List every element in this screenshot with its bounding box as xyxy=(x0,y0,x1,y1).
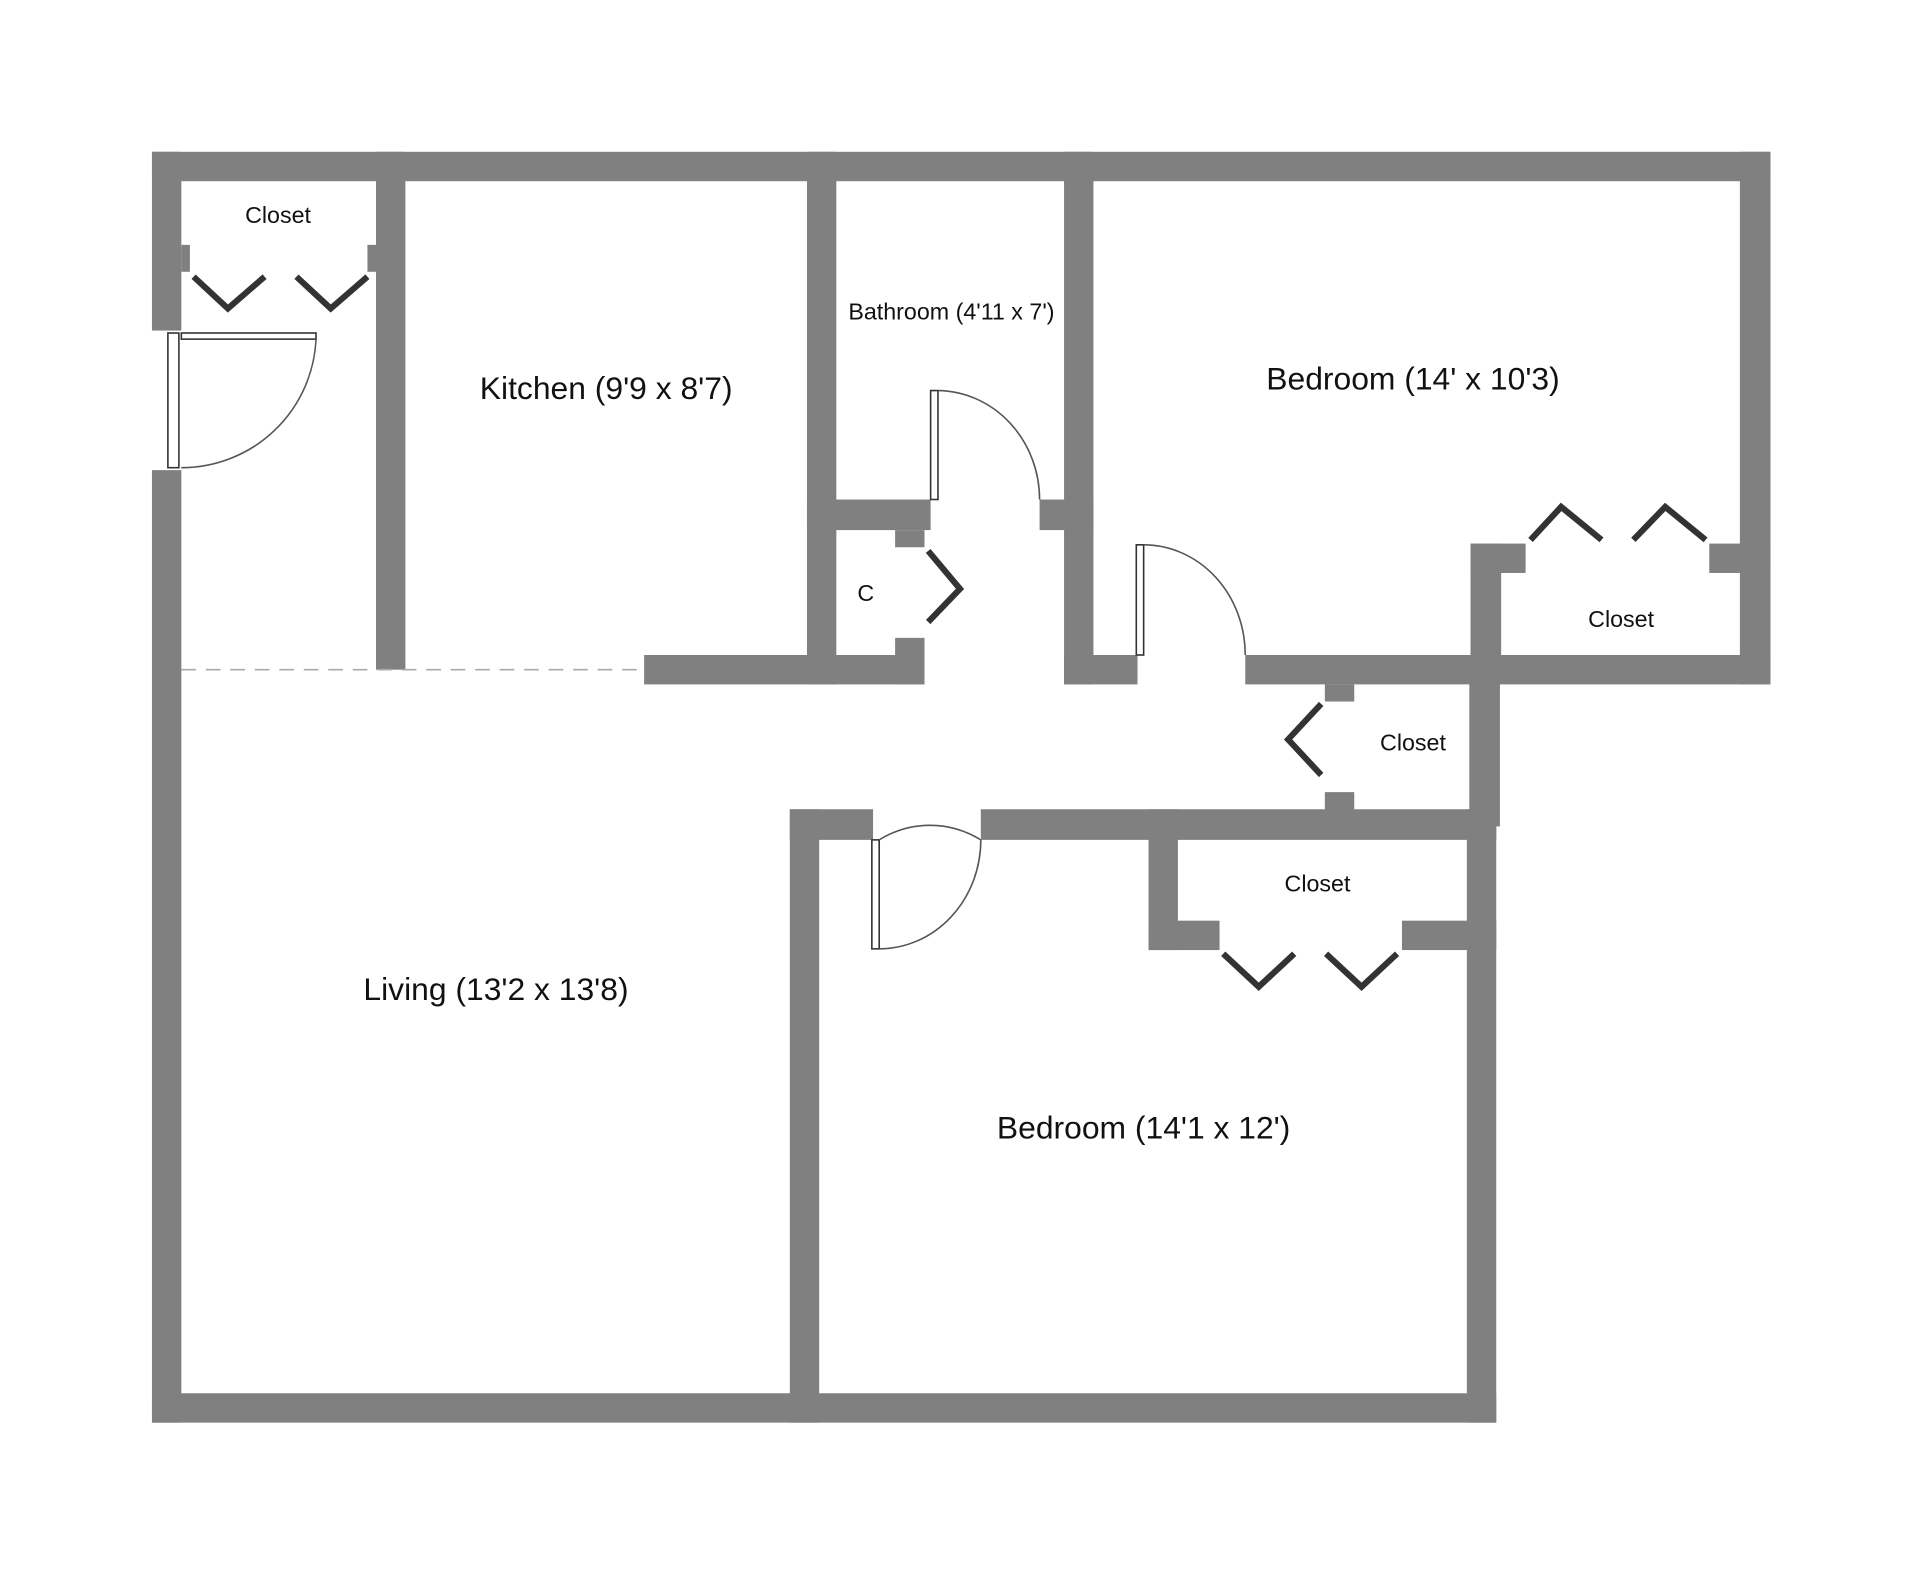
label-kitchen: Kitchen (9'9 x 8'7) xyxy=(480,370,733,406)
wall-bed1-closet-top-b xyxy=(1709,543,1771,573)
hall-closet-bifold-door[interactable] xyxy=(1283,701,1324,778)
wall-bath-left xyxy=(806,151,837,685)
room-labels: Closet Kitchen (9'9 x 8'7) Bathroom (4'1… xyxy=(245,202,1654,1146)
wall-bed1-right xyxy=(1739,151,1771,685)
label-bedroom1: Bedroom (14' x 10'3) xyxy=(1266,360,1559,396)
bathroom-door[interactable] xyxy=(929,389,1041,501)
wall-bath-bottom-a xyxy=(806,499,931,531)
wall-bed2-top-b xyxy=(980,809,1497,840)
label-living: Living (13'2 x 13'8) xyxy=(363,971,628,1007)
wall-hall-closet-right xyxy=(1469,655,1500,827)
bedroom1-door[interactable] xyxy=(1135,544,1247,656)
wall-kitchen-bottom xyxy=(644,655,809,685)
wall-bed2-closet-bottom-a xyxy=(1148,920,1220,951)
wall-living-divider xyxy=(789,809,820,1423)
label-bedroom1-closet: Closet xyxy=(1588,606,1654,632)
entry-closet-bifold-doors[interactable] xyxy=(191,274,370,313)
wall-top xyxy=(151,151,1771,182)
wall-c-stub-bottom xyxy=(895,637,925,685)
walls xyxy=(151,151,1771,1423)
bedroom1-closet-bifold-doors[interactable] xyxy=(1528,502,1708,543)
label-bedroom2-closet: Closet xyxy=(1285,870,1351,896)
label-closet-entry: Closet xyxy=(245,202,311,228)
wall-bath-right xyxy=(1064,151,1094,685)
wall-closet-stub-left xyxy=(181,244,190,272)
wall-bottom xyxy=(151,1393,1497,1423)
wall-left-lower xyxy=(151,470,182,1423)
bedroom2-door[interactable] xyxy=(871,824,982,950)
doors xyxy=(167,274,1708,991)
label-linen-closet: C xyxy=(857,580,874,606)
label-hall-closet: Closet xyxy=(1380,729,1446,755)
linen-closet-bifold-door[interactable] xyxy=(925,548,965,625)
entry-door[interactable] xyxy=(167,332,317,469)
wall-hall-closet-stub-top xyxy=(1324,684,1355,702)
wall-c-stub-top xyxy=(895,530,925,548)
label-bathroom: Bathroom (4'11 x 7') xyxy=(848,299,1054,325)
wall-bath-bottom-b xyxy=(1039,499,1094,531)
wall-bed1-bottom-b xyxy=(1245,655,1771,685)
bedroom2-closet-bifold-doors[interactable] xyxy=(1221,951,1400,991)
wall-bed1-bottom-a xyxy=(1064,655,1138,685)
wall-closet-right xyxy=(376,151,406,670)
label-bedroom2: Bedroom (14'1 x 12') xyxy=(997,1110,1290,1146)
wall-left-upper xyxy=(151,151,182,331)
wall-bed2-closet-bottom-b xyxy=(1401,920,1497,951)
wall-bed2-right xyxy=(1466,809,1497,1423)
wall-closet-stub-right xyxy=(367,244,377,272)
